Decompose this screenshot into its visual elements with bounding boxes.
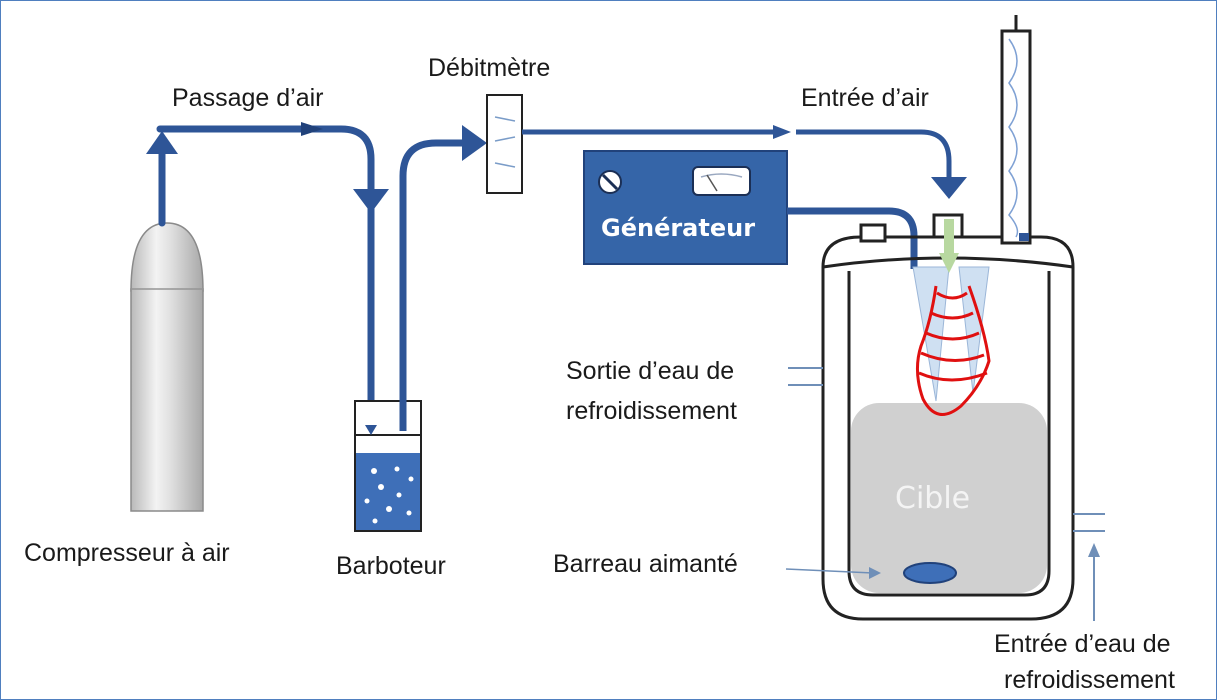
cooling-water-inlet xyxy=(1073,513,1105,621)
flowmeter xyxy=(486,94,523,194)
cooling-outlet-label-line1: Sortie d’eau de xyxy=(566,357,735,385)
magnetic-stir-bar xyxy=(903,562,957,584)
arrow-right-flowmeter xyxy=(462,125,487,161)
arrow-right-main-line xyxy=(773,125,791,139)
arrow-down-into-bubbler xyxy=(365,425,377,435)
air-compressor-cylinder xyxy=(130,222,204,512)
arrow-right-passage xyxy=(301,122,323,136)
arrow-up-compressor xyxy=(146,131,178,154)
air-inlet-label: Entrée d’air xyxy=(801,84,929,112)
meter-icon xyxy=(692,166,751,196)
plasma-discharge xyxy=(916,285,991,416)
air-injection-arrow xyxy=(939,219,959,273)
arrow-up-water-inlet xyxy=(1088,543,1100,557)
arrow-down-air-inlet xyxy=(931,177,967,199)
cooling-outlet-label-line2: refroidissement xyxy=(566,397,737,425)
air-pipe-bubbler-out xyxy=(399,139,463,431)
bubbler-label: Barboteur xyxy=(336,552,446,580)
target-label: Cible xyxy=(895,481,971,516)
compressor-label: Compresseur à air xyxy=(24,539,230,567)
flowmeter-label: Débitmètre xyxy=(428,54,551,82)
air-pipe-flowmeter-out xyxy=(522,129,952,179)
bubbler-flask xyxy=(354,400,422,532)
arrow-down-bubbler xyxy=(353,189,389,213)
target-liquid xyxy=(851,403,1047,593)
cooling-inlet-label-line1: Entrée d’eau de xyxy=(994,630,1171,658)
generator-box xyxy=(583,150,788,265)
stir-bar-pointer xyxy=(785,567,881,579)
stir-bar-label: Barreau aimanté xyxy=(553,550,738,578)
cooling-inlet-label-line2: refroidissement xyxy=(1004,666,1175,694)
knob-icon xyxy=(598,170,622,194)
air-pipe-compressor xyxy=(156,125,375,435)
generator-label: Générateur xyxy=(601,214,756,242)
condenser-tube xyxy=(1000,15,1032,245)
cooling-water-outlet xyxy=(788,367,823,386)
passage-air-label: Passage d’air xyxy=(172,84,324,112)
